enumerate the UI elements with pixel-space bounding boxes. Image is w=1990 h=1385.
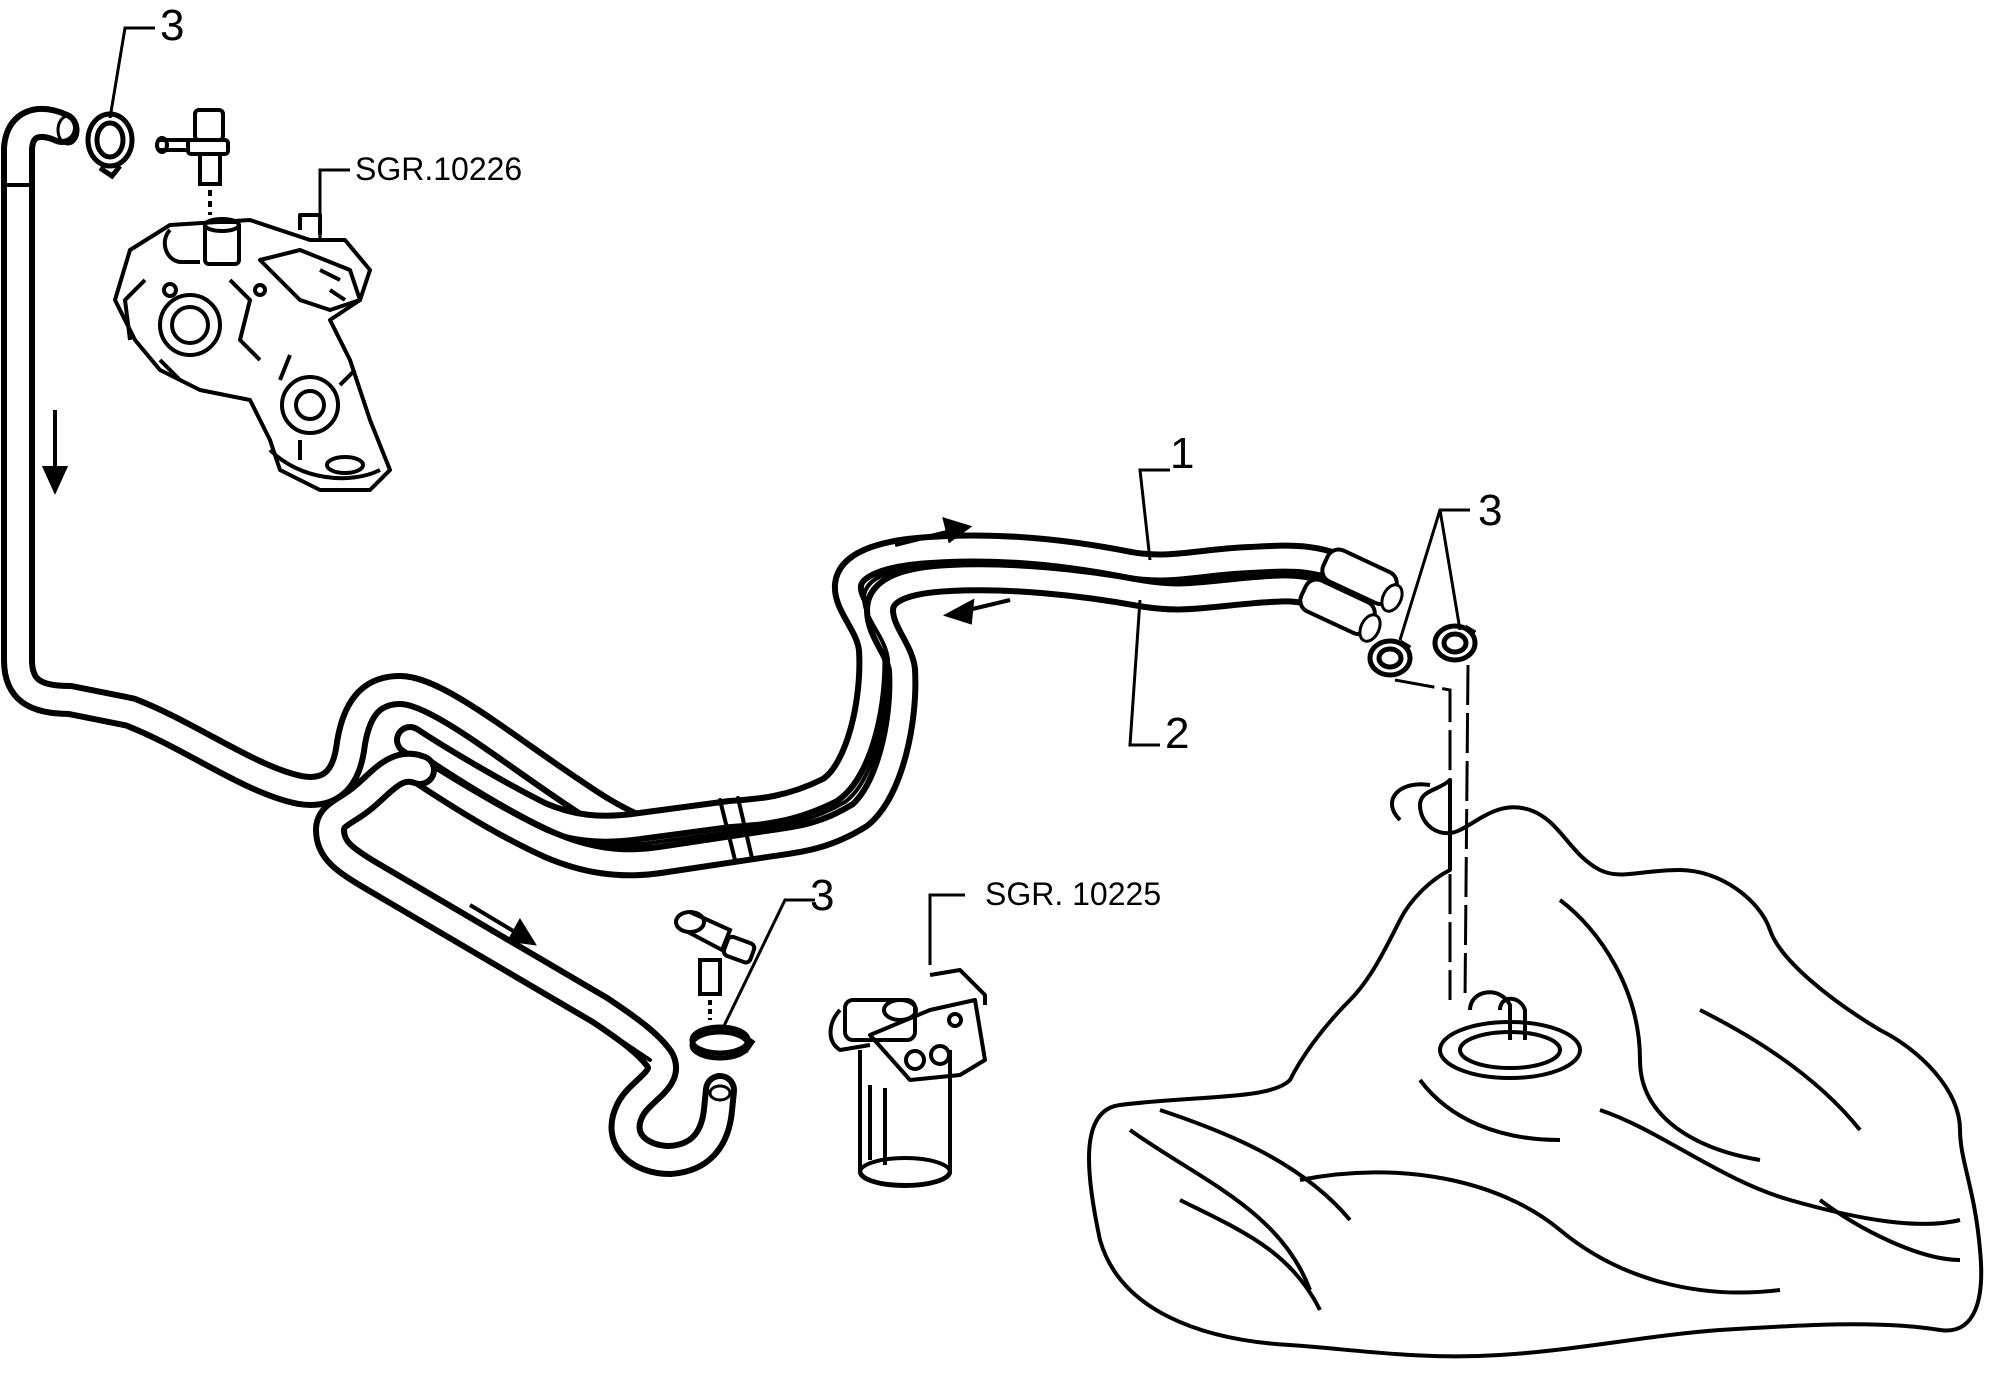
hose-clamp-top-left <box>85 111 135 180</box>
banjo-bolt-top <box>155 108 230 215</box>
hose-clamp-bottom <box>689 1024 756 1061</box>
fuel-tank <box>1086 778 1984 1359</box>
callout-part-3-right: 3 <box>1478 486 1502 535</box>
fuel-filter <box>828 968 987 1188</box>
callout-part-3-top-left: 3 <box>160 1 184 50</box>
callout-part-1: 1 <box>1170 429 1194 478</box>
flow-arrow-left <box>41 410 69 495</box>
callout-leaders <box>108 26 1470 1031</box>
ref-fuel-filter: SGR. 10225 <box>985 876 1161 912</box>
left-return-hose <box>1 106 757 859</box>
hose-clamps-right <box>1367 623 1478 678</box>
tank-connectors <box>1394 664 1470 1001</box>
filter-supply-hose <box>313 750 737 1177</box>
flow-arrows-twin <box>894 517 1011 625</box>
callout-part-2: 2 <box>1165 709 1189 758</box>
callout-part-3-bottom: 3 <box>810 871 834 920</box>
banjo-fitting-filter <box>674 910 757 1020</box>
twin-fuel-lines <box>394 532 1404 879</box>
ref-injection-pump: SGR.10226 <box>355 151 522 187</box>
flow-arrow-lower <box>468 903 537 946</box>
injection-pump <box>113 213 392 492</box>
